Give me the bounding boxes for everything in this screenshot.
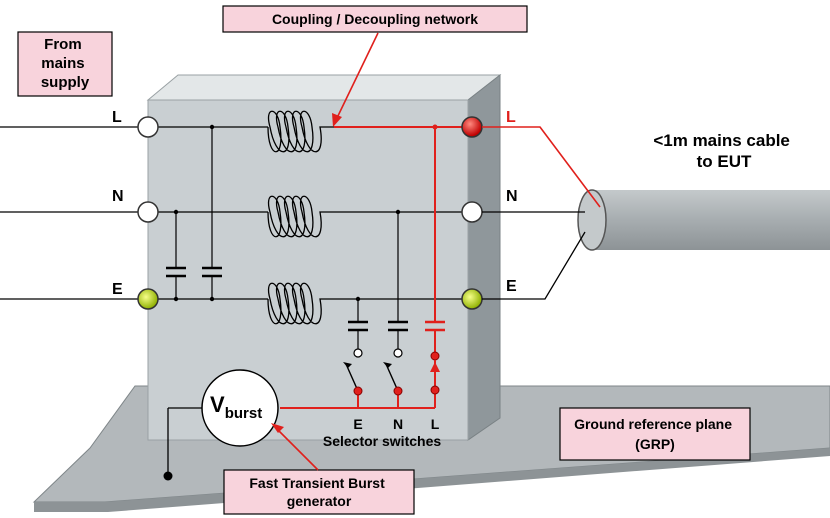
inductor-e: [267, 282, 334, 325]
terminal-e-in: [137, 288, 159, 310]
cdn-box-front: [147, 99, 469, 441]
inductor-l: [267, 110, 334, 153]
generator-arrow-head: [271, 423, 284, 433]
terminal-e-out: [461, 288, 483, 310]
terminal-l-out: [461, 116, 483, 138]
burst-generator-box: [223, 469, 415, 515]
coupling-arrow-line: [335, 32, 379, 121]
terminal-n-in: [137, 201, 159, 223]
switch-n-arrow: [383, 362, 392, 368]
right-label-l: L: [506, 109, 516, 126]
junction-dot-red: [432, 124, 438, 130]
coupling-network-label: Coupling / Decoupling network: [272, 11, 478, 27]
switch-e-contact: [353, 386, 363, 396]
cable-end: [577, 189, 607, 251]
junction-dot: [209, 296, 215, 302]
junction-dot: [395, 209, 401, 215]
switch-e-open-contact: [353, 348, 363, 358]
switch-l-contact: [430, 385, 440, 395]
junction-dot: [355, 296, 361, 302]
switch-l-arrow: [430, 362, 440, 372]
ground-plane-label: Ground reference plane (GRP): [574, 416, 736, 452]
v-burst-symbol: Vburst: [210, 392, 262, 422]
burst-generator-label: Fast Transient Burst generator: [249, 475, 388, 509]
from-mains-box: [17, 31, 113, 97]
ground-plane-box: [559, 407, 751, 461]
switch-e-blade: [345, 363, 359, 392]
switch-l-closed-contact: [430, 351, 440, 361]
cable-label: <1m mains cable to EUT: [653, 131, 794, 171]
cdn-box-top: [146, 74, 502, 101]
inductor-n: [267, 195, 334, 238]
generator-arrow-line: [275, 427, 319, 471]
mains-cable: [590, 190, 830, 250]
coupling-network-box: [222, 5, 528, 33]
left-label-l: L: [112, 109, 122, 126]
cable-wire-e: [482, 231, 586, 300]
cable-wire-l: [482, 126, 601, 208]
switch-label-e: E: [353, 416, 362, 432]
switch-n-blade: [385, 363, 399, 392]
switch-label-l: L: [431, 416, 440, 432]
v-burst-subscript: burst: [225, 405, 263, 422]
terminal-n-out: [461, 201, 483, 223]
left-label-n: N: [112, 188, 124, 205]
coupling-arrow-head: [332, 113, 342, 127]
from-mains-label: From mains supply: [41, 36, 90, 91]
junction-dot: [209, 124, 215, 130]
left-label-e: E: [112, 281, 123, 298]
switch-e-arrow: [343, 362, 352, 368]
switch-n-open-contact: [393, 348, 403, 358]
ground-connection-dot: [163, 471, 173, 481]
terminal-l-in: [137, 116, 159, 138]
junction-dot: [173, 209, 179, 215]
junction-dot: [173, 296, 179, 302]
burst-generator-circle: [201, 369, 279, 447]
right-label-e: E: [506, 278, 517, 295]
right-label-n: N: [506, 188, 518, 205]
selector-switches-label: Selector switches: [323, 433, 441, 449]
switch-label-n: N: [393, 416, 403, 432]
switch-n-contact: [393, 386, 403, 396]
